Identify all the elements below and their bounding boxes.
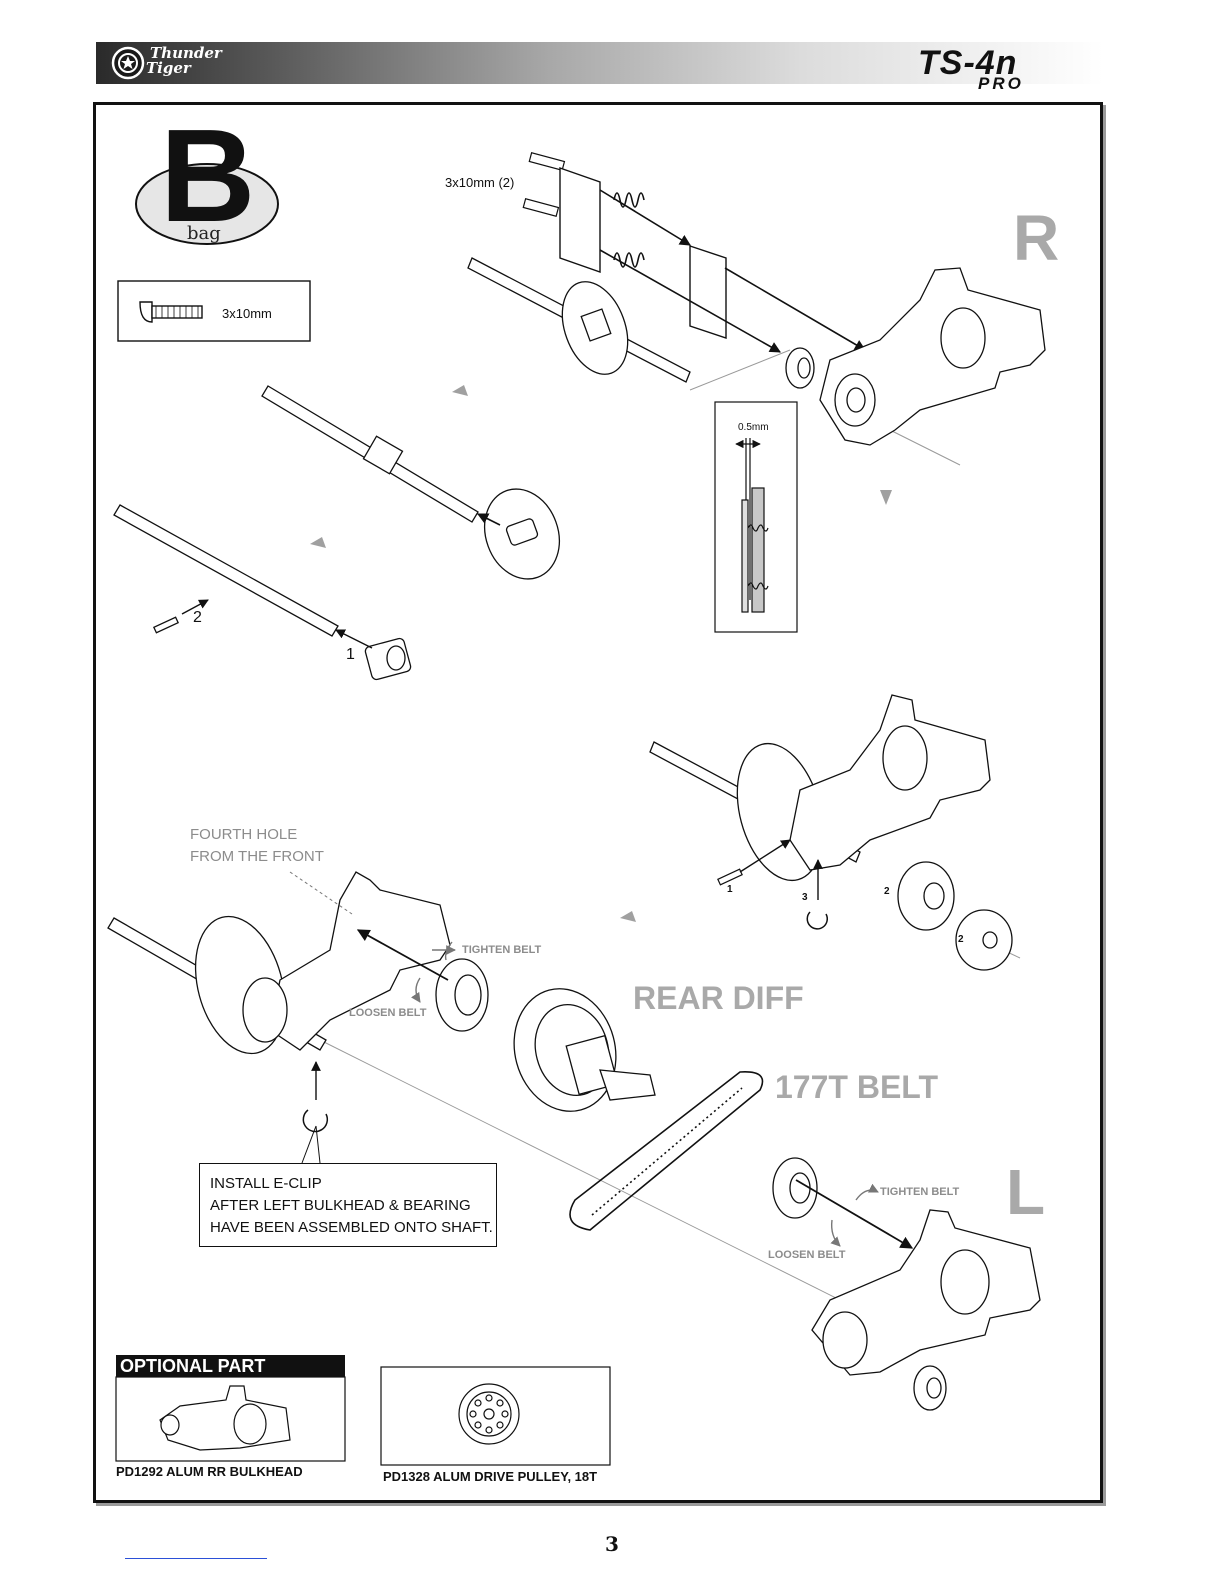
plate-part [689,245,727,339]
side-right-label: R [1013,202,1060,274]
plate-part [559,167,601,273]
hardware-box [117,280,311,342]
note-line-2: AFTER LEFT BULKHEAD & BEARING [210,1197,471,1214]
step-number-2-small: 2 [884,886,890,897]
shaft-part [113,504,412,681]
arrow-icon [452,385,468,396]
bag-b-icon [135,163,279,245]
bag-word: bag [187,223,221,244]
product-logo-name: TS-4n [918,44,1018,82]
thunder-tiger-logo [111,46,145,80]
belt-label: 177T BELT [775,1069,938,1105]
e-clip-part [302,1109,329,1133]
screw-icon [139,301,203,323]
spacing-detail [714,401,798,633]
bearing-part [913,1365,947,1411]
screw-icon [522,152,566,217]
tighten-belt-label: TIGHTEN BELT [462,944,542,956]
brand-name: Thunder Tiger [146,44,222,76]
footer-link-line [125,1558,267,1559]
rear-diff-part [513,988,656,1112]
header-band [96,42,1104,84]
rear-diff-label: REAR DIFF [633,980,804,1016]
fourth-hole-label-line1: FOURTH HOLE [190,826,298,843]
loosen-belt-label: LOOSEN BELT [768,1249,846,1261]
optional-part-1-caption: PD1292 ALUM RR BULKHEAD [116,1464,303,1479]
e-clip-note: INSTALL E-CLIP AFTER LEFT BULKHEAD & BEA… [199,1163,497,1247]
brand-line-1: Thunder [150,44,222,62]
down-arrow-icon [880,490,892,505]
alum-bulkhead-icon [159,1385,291,1451]
e-clip-part [806,911,829,930]
bulkhead-right-part [649,694,991,882]
bag-letter: B [160,102,256,249]
shaft-part [261,385,560,580]
brand-line-2: Tiger [146,59,191,77]
page-number: 3 [605,1532,619,1556]
bearing-part [785,347,815,389]
loosen-belt-label: LOOSEN BELT [349,1007,427,1019]
spacing-label: 0.5mm [738,422,769,433]
arrow-icon [620,911,636,922]
fourth-hole-label-line2: FROM THE FRONT [190,848,324,865]
screw-size-label: 3x10mm [222,306,272,321]
bearing-part [435,958,489,1032]
pulley-part [897,861,1013,971]
note-line-3: HAVE BEEN ASSEMBLED ONTO SHAFT. [210,1219,493,1236]
bulkhead-left-part [107,871,451,1055]
note-line-1: INSTALL E-CLIP [210,1175,322,1192]
step-number-1-small: 1 [727,884,733,895]
step-number-2: 2 [193,609,202,626]
belt-part [569,1071,764,1231]
side-left-label: L [1006,1156,1046,1228]
screw-qty-label: 3x10mm (2) [445,175,515,190]
drive-pulley-icon [458,1383,520,1445]
step-number-2-small: 2 [958,934,964,945]
tighten-belt-label: TIGHTEN BELT [880,1186,960,1198]
leader-line [289,871,353,915]
bulkhead-right-part [819,267,1046,446]
arrow-icon [310,537,326,548]
pin-part [717,868,743,886]
product-logo-sub: PRO [978,74,1024,93]
spring-part [613,192,645,268]
bulkhead-left-part [811,1209,1041,1376]
optional-part-title: OPTIONAL PART [116,1355,345,1377]
step-number-1: 1 [346,646,355,663]
step-number-3-small: 3 [802,892,808,903]
shaft-part [467,257,691,383]
optional-part-2-caption: PD1328 ALUM DRIVE PULLEY, 18T [383,1469,598,1484]
